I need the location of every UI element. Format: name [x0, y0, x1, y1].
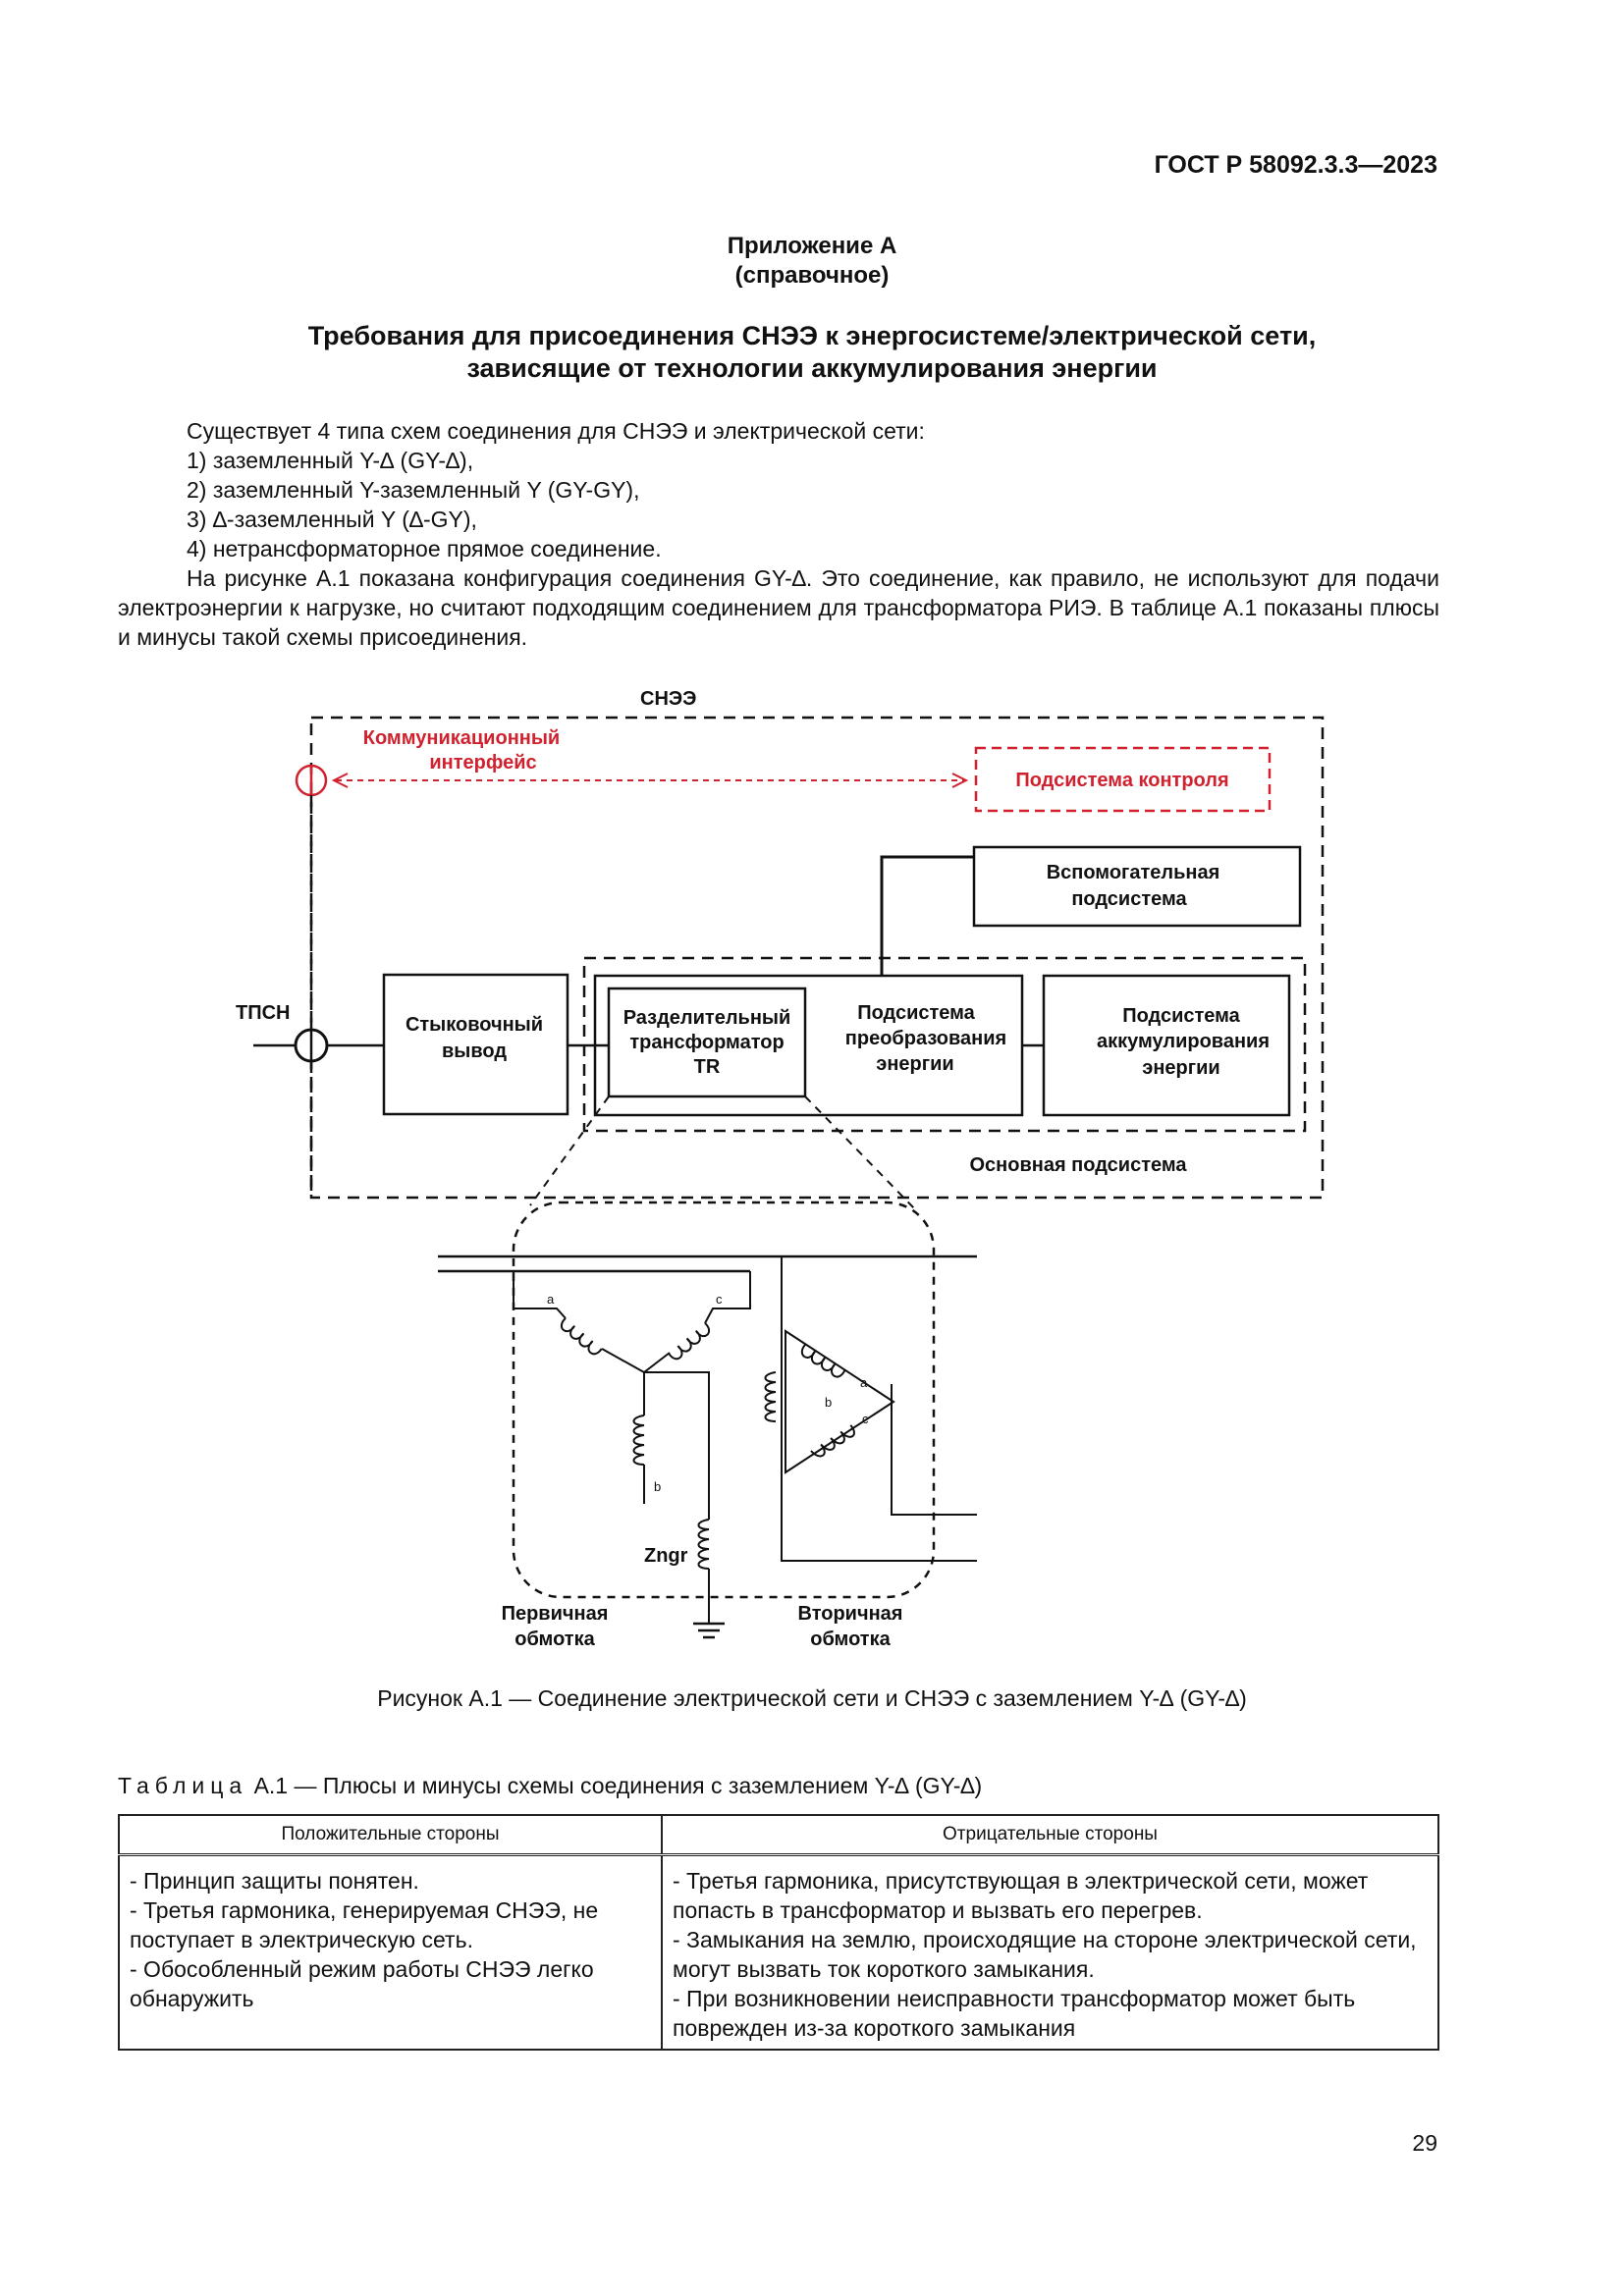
table-caption: Таблица А.1 — Плюсы и минусы схемы соеди…: [118, 1773, 982, 1799]
list-item: 4) нетрансформаторное прямое соединение.: [187, 536, 662, 561]
secondary-winding-c-label: c: [862, 1412, 869, 1426]
aux-connection-line: [880, 855, 974, 977]
figure-caption: Рисунок А.1 — Соединение электрической с…: [377, 1685, 1247, 1711]
isolation-transformer-label-2: трансформатор: [629, 1032, 784, 1053]
isolation-transformer-label-3: TR: [694, 1056, 721, 1078]
primary-coil-c-icon: [668, 1322, 711, 1361]
section-title-line1: Требования для присоединения СНЭЭ к энер…: [307, 321, 1317, 350]
appendix-title: Приложение А: [727, 233, 897, 259]
storage-label-2: аккумулирования: [1097, 1031, 1270, 1052]
primary-coil-b-icon: [632, 1415, 645, 1466]
list-item: 2) заземленный Y-заземленный Y (GY-GY),: [187, 477, 640, 503]
header-positive: Положительные стороны: [118, 1814, 663, 1856]
section-title: Требования для присоединения СНЭЭ к энер…: [0, 320, 1624, 385]
comm-interface-label-2: интерфейс: [429, 752, 536, 774]
secondary-delta: [785, 1329, 895, 1474]
table-caption-label: Таблица: [118, 1773, 248, 1798]
positive-item: - Принцип защиты понятен.: [130, 1868, 419, 1894]
pros-cons-table: Положительные стороны Отрицательные стор…: [118, 1814, 1439, 2051]
body-paragraph: На рисунке А.1 показана конфигурация сое…: [118, 565, 1439, 650]
secondary-coil-top-icon: [800, 1344, 846, 1378]
docking-terminal-label-2: вывод: [442, 1041, 507, 1062]
header-negative: Отрицательные стороны: [661, 1814, 1439, 1856]
conversion-label-2: преобразования: [845, 1028, 1006, 1049]
snee-label: СНЭЭ: [640, 688, 696, 710]
secondary-winding-label-1: Вторичная: [798, 1603, 903, 1625]
section-title-line2: зависящие от технологии аккумулирования …: [466, 353, 1158, 383]
intro-text: Существует 4 типа схем соединения для СН…: [187, 418, 925, 444]
primary-coil-a-icon: [560, 1317, 603, 1356]
storage-label-1: Подсистема: [1122, 1005, 1240, 1027]
table-caption-text: А.1 — Плюсы и минусы схемы соединения с …: [253, 1773, 983, 1798]
primary-winding-label-2: обмотка: [514, 1629, 595, 1650]
isolation-transformer-label-1: Разделительный: [623, 1007, 791, 1029]
isolation-transformer-box: [607, 987, 807, 1098]
secondary-winding-label-2: обмотка: [810, 1629, 891, 1650]
appendix-heading: Приложение А (справочное): [0, 232, 1624, 291]
winding-c-label: c: [716, 1292, 723, 1307]
grounding-reactor-icon: [697, 1519, 710, 1570]
arrow-left-icon: [331, 773, 349, 788]
zoom-line-right: [804, 1095, 919, 1213]
aux-subsystem-label-2: подсистема: [1071, 888, 1187, 910]
positive-item: - Обособленный режим работы СНЭЭ легко о…: [130, 1956, 594, 2011]
secondary-winding-a-label: a: [860, 1375, 868, 1390]
winding-b-label: b: [654, 1479, 661, 1494]
primary-winding-label-1: Первичная: [502, 1603, 609, 1625]
negative-cell: - Третья гармоника, присутствующая в эле…: [661, 1853, 1439, 2051]
docking-terminal-label-1: Стыковочный: [406, 1014, 543, 1036]
positive-cell: - Принцип защиты понятен. - Третья гармо…: [118, 1853, 663, 2051]
aux-subsystem-box: [972, 845, 1302, 928]
control-subsystem-box: [974, 746, 1272, 813]
positive-item: - Третья гармоника, генерируемая СНЭЭ, н…: [130, 1897, 599, 1952]
standard-number: ГОСТ Р 58092.3.3—2023: [1154, 151, 1437, 179]
conversion-label-3: энергии: [876, 1053, 953, 1075]
secondary-coil-left-icon: [764, 1371, 777, 1422]
storage-subsystem-box: [1042, 974, 1291, 1117]
appendix-note: (справочное): [734, 262, 890, 289]
list-item: 3) ∆-заземленный Y (∆-GY),: [187, 507, 477, 532]
body-text: Существует 4 типа схем соединения для СН…: [118, 416, 1439, 652]
page-number: 29: [1412, 2130, 1437, 2156]
zoom-line-left: [529, 1095, 610, 1206]
transformer-detail-boundary: [512, 1201, 936, 1599]
comm-interface-label-1: Коммуникационный: [363, 727, 560, 749]
secondary-coil-bottom-icon: [810, 1424, 855, 1458]
secondary-winding-b-label: b: [825, 1395, 832, 1410]
zngr-label: Zngr: [644, 1545, 688, 1567]
arrow-right-icon: [951, 773, 969, 788]
conversion-label-1: Подсистема: [857, 1002, 975, 1024]
tpsn-label: ТПСН: [236, 1002, 290, 1024]
connection-diagram: СНЭЭ Коммуникационный интерфейс Подсисте…: [236, 688, 1325, 1650]
main-subsystem-label: Основная подсистема: [969, 1154, 1187, 1176]
negative-item: - Замыкания на землю, происходящие на ст…: [673, 1927, 1417, 1982]
list-item: 1) заземленный Y-∆ (GY-∆),: [187, 448, 474, 473]
negative-item: - Третья гармоника, присутствующая в эле…: [673, 1868, 1369, 1923]
winding-a-label: a: [547, 1292, 555, 1307]
negative-item: - При возникновении неисправности трансф…: [673, 1986, 1356, 2041]
aux-subsystem-label-1: Вспомогательная: [1047, 862, 1220, 883]
storage-label-3: энергии: [1142, 1057, 1219, 1079]
control-subsystem-label: Подсистема контроля: [1015, 770, 1228, 791]
